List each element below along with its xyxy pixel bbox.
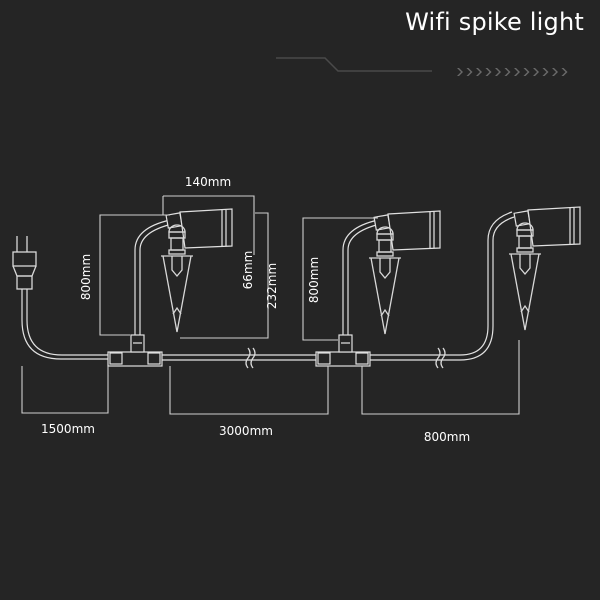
chevron-right-icon <box>504 68 511 76</box>
cable-break-mark <box>245 347 256 369</box>
dimension-lines <box>21 195 520 415</box>
main-cable <box>21 211 515 361</box>
spike-light-icon <box>369 210 441 335</box>
lead-cable <box>342 219 379 335</box>
chevron-right-icon <box>495 68 501 76</box>
chevron-right-icon <box>466 68 473 76</box>
page-title: Wifi spike light <box>405 8 584 36</box>
spike-light-icon <box>161 208 233 333</box>
chevron-right-icon <box>533 68 539 76</box>
dim-label-plug-cable: 1500mm <box>41 422 95 436</box>
chevron-right-icon <box>561 68 568 76</box>
chevron-right-icon <box>457 68 463 76</box>
dim-label-lead-cable-2: 800mm <box>307 257 321 303</box>
t-connector-icon <box>107 334 163 367</box>
dim-label-lamp-width: 140mm <box>185 175 231 189</box>
lead-cable <box>139 223 173 335</box>
chevron-right-icon <box>476 68 482 76</box>
chevron-right-icon <box>514 68 520 76</box>
spike-light-icon <box>509 206 581 331</box>
lead-cable <box>134 219 171 335</box>
chevron-right-icon <box>485 68 492 76</box>
dim-label-last-segment: 800mm <box>424 430 470 444</box>
chevron-right-icon <box>523 68 530 76</box>
lead-cable <box>347 223 381 335</box>
cable-break-mark <box>435 347 446 369</box>
dim-label-between-connectors: 3000mm <box>219 424 273 438</box>
dim-label-lead-cable-1: 800mm <box>79 254 93 300</box>
chevron-right-icon <box>552 68 558 76</box>
dim-label-lamp-height: 66mm <box>241 251 255 290</box>
header-decoration <box>276 57 568 76</box>
chevron-right-icon <box>457 68 568 76</box>
t-connector-icon <box>315 334 371 367</box>
power-plug-icon <box>12 236 37 290</box>
chevron-right-icon <box>542 68 549 76</box>
dim-label-total-height: 232mm <box>265 263 279 309</box>
